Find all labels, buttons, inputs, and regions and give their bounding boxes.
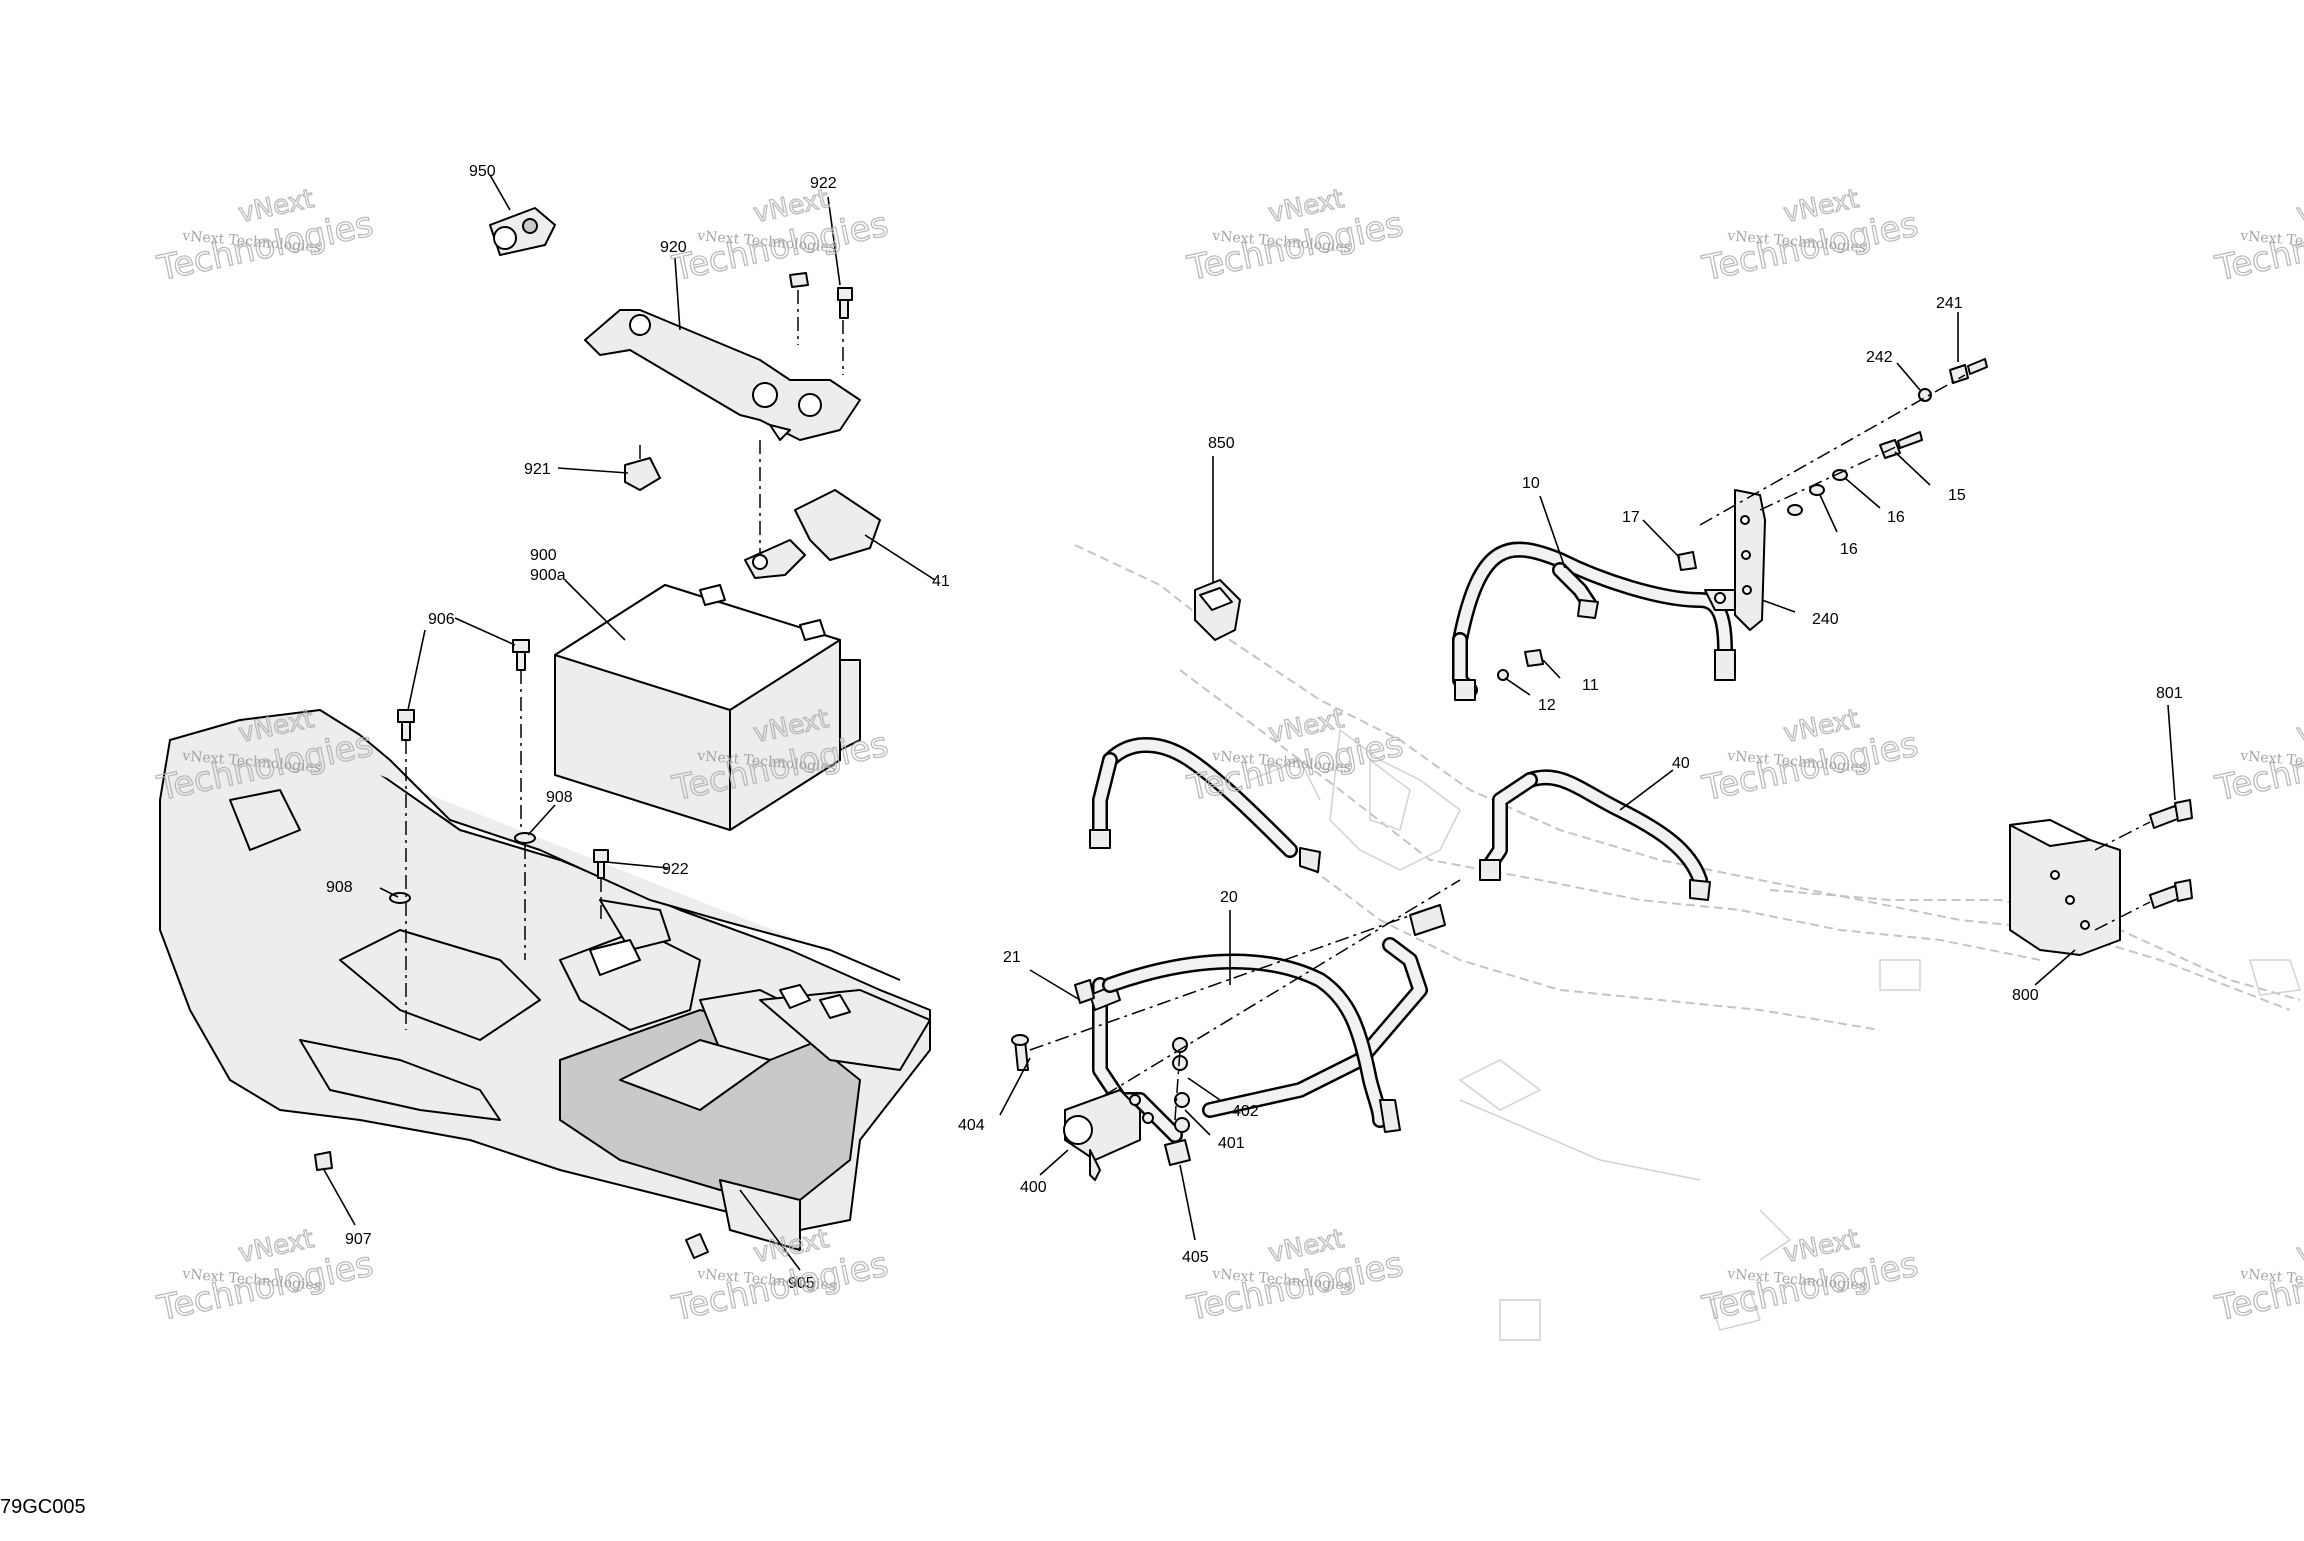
callout-850: 850 <box>1208 435 1235 452</box>
ghost-frame <box>1074 544 2302 1341</box>
callout-900a: 900a <box>530 567 566 584</box>
watermarks: Technologies vNext vNext Technologies Te… <box>153 183 2304 1329</box>
center-assembly-lines <box>1029 879 1461 1121</box>
left-assembly-lines <box>405 290 844 1030</box>
module-assembly-lines <box>2094 821 2151 931</box>
watermark-big-top: vNext <box>2294 184 2304 229</box>
callout-907: 907 <box>345 1231 372 1248</box>
callout-11: 11 <box>1582 677 1599 694</box>
callout-950: 950 <box>469 163 496 180</box>
callout-40: 40 <box>1672 755 1690 772</box>
callout-241: 241 <box>1936 295 1963 312</box>
diagram-code: 79GC005 <box>0 1496 86 1518</box>
watermark-big-top: vNext <box>2294 704 2304 749</box>
callout-801: 801 <box>2156 685 2183 702</box>
watermark-big: Technologies <box>2212 1244 2304 1329</box>
callout-922-top: 922 <box>810 175 837 192</box>
callout-920: 920 <box>660 239 687 256</box>
callout-922-mid: 922 <box>662 861 689 878</box>
callout-900: 900 <box>530 547 557 564</box>
callout-16-left: 16 <box>1840 541 1858 558</box>
callouts: 950 922 920 921 900 900a 41 906 908 908 … <box>326 163 2183 1292</box>
callout-400: 400 <box>1020 1179 1047 1196</box>
battery <box>554 584 861 831</box>
battery-bracket <box>584 309 861 441</box>
callout-404: 404 <box>958 1117 985 1134</box>
cable-20b <box>1102 904 1446 1133</box>
callout-405: 405 <box>1182 1249 1209 1266</box>
callout-12: 12 <box>1538 697 1556 714</box>
right-assembly-lines <box>1699 374 1966 526</box>
callout-908-right: 908 <box>546 789 573 806</box>
bracket-240 <box>1497 358 1988 681</box>
module-800 <box>2009 799 2193 956</box>
callout-16-right: 16 <box>1887 509 1905 526</box>
cable-40 <box>1089 737 1711 901</box>
watermark-big-top: vNext <box>2294 1224 2304 1269</box>
leader-lines <box>322 174 2176 1271</box>
callout-20: 20 <box>1220 889 1238 906</box>
callout-908-left: 908 <box>326 879 353 896</box>
part-850 <box>1194 579 1241 641</box>
callout-921: 921 <box>524 461 551 478</box>
callout-906: 906 <box>428 611 455 628</box>
battery-tray <box>159 709 931 1251</box>
power-socket <box>489 207 556 256</box>
callout-10: 10 <box>1522 475 1540 492</box>
callout-242: 242 <box>1866 349 1893 366</box>
solenoid <box>1011 979 1191 1181</box>
callout-401: 401 <box>1218 1135 1245 1152</box>
callout-21: 21 <box>1003 949 1021 966</box>
callout-17: 17 <box>1622 509 1640 526</box>
callout-800: 800 <box>2012 987 2039 1004</box>
callout-41: 41 <box>932 573 950 590</box>
callout-905: 905 <box>788 1275 815 1292</box>
terminal-cover <box>744 489 881 579</box>
callout-240: 240 <box>1812 611 1839 628</box>
callout-402: 402 <box>1232 1103 1259 1120</box>
callout-15: 15 <box>1948 487 1966 504</box>
